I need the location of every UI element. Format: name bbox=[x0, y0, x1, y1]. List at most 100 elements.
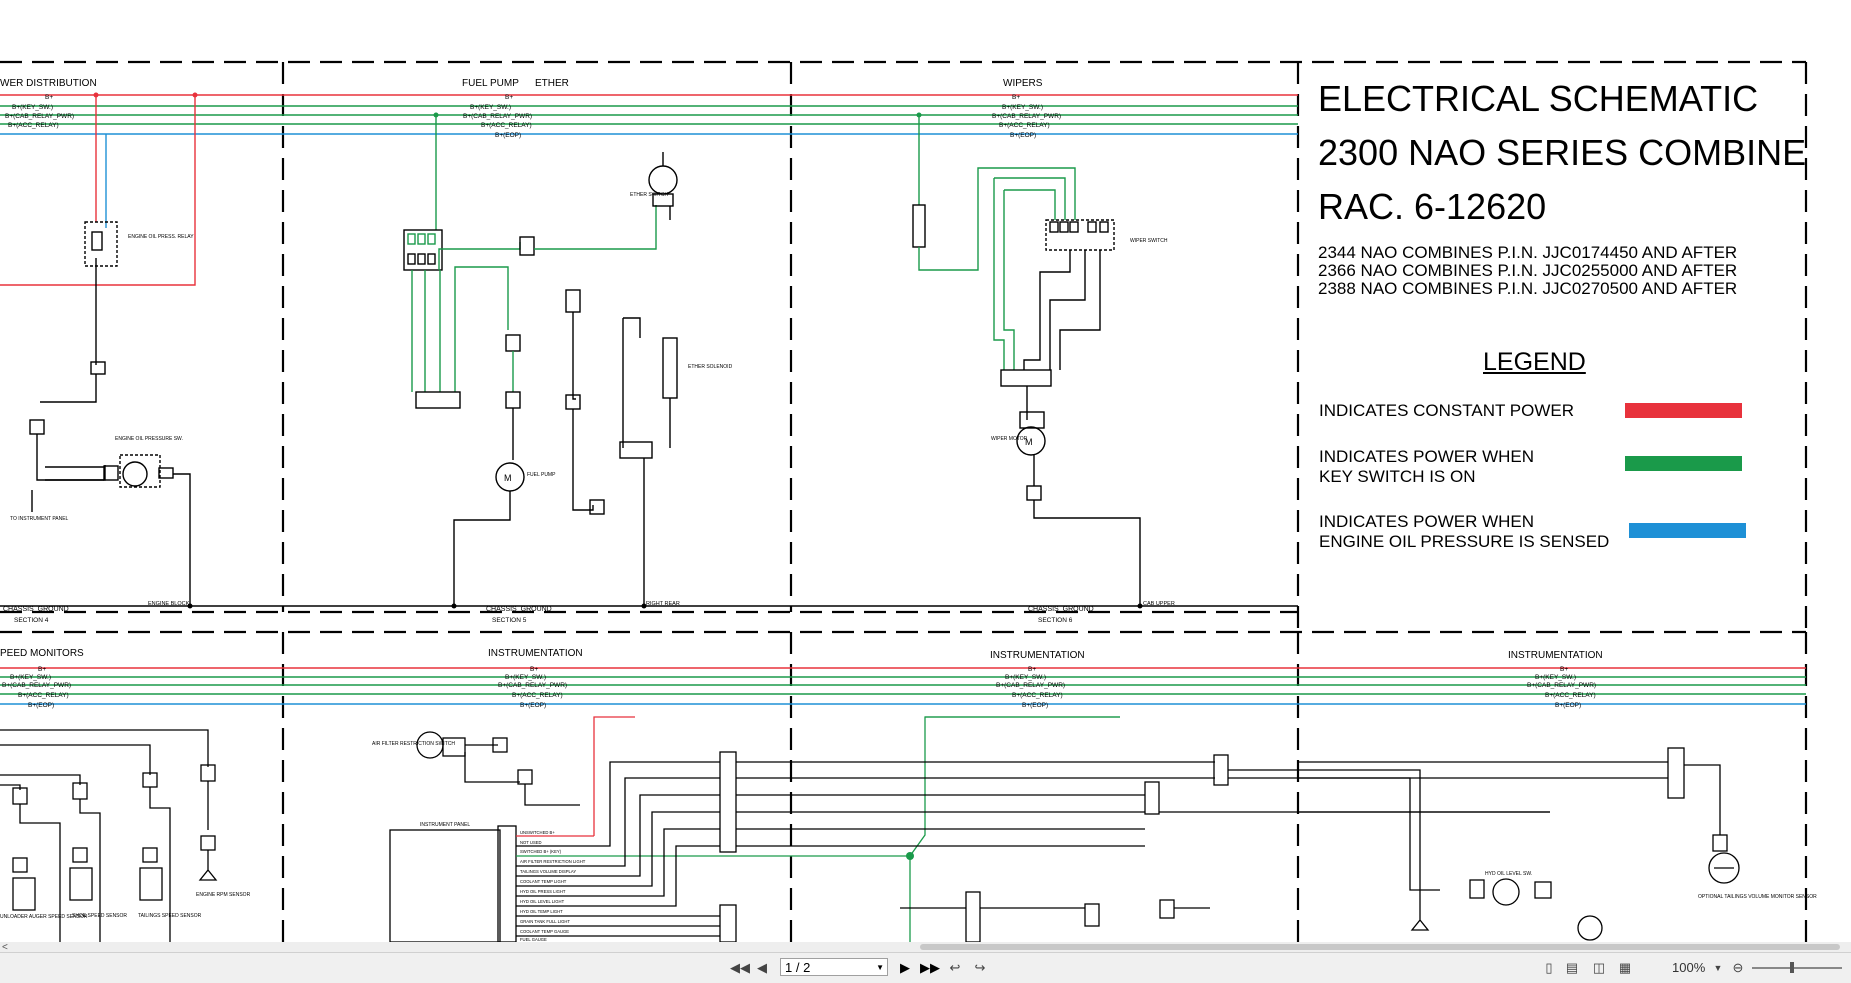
sensor-label: SHOE SPEED SENSOR bbox=[72, 913, 127, 919]
section-number: SECTION 6 bbox=[1038, 617, 1073, 624]
legend-swatch-key bbox=[1625, 456, 1742, 471]
bus-label: B+ bbox=[530, 666, 538, 673]
scrollbar-thumb[interactable] bbox=[920, 944, 1840, 950]
bus-label: B+(CAB_RELAY_PWR) bbox=[1527, 682, 1596, 689]
section-title: INSTRUMENTATION bbox=[1508, 650, 1603, 661]
single-page-view-icon[interactable]: ▯ bbox=[1545, 960, 1553, 975]
bus-label: B+(EOP) bbox=[1010, 132, 1036, 139]
last-page-icon[interactable]: ▶▶ bbox=[920, 960, 940, 975]
zoom-level[interactable]: 100% bbox=[1672, 960, 1706, 975]
page-number-field[interactable]: 1 / 2 ▼ bbox=[780, 958, 888, 976]
zoom-slider-knob[interactable] bbox=[1790, 962, 1794, 973]
component-label: OPTIONAL TAILINGS VOLUME MONITOR SENSOR bbox=[1698, 894, 1817, 900]
section-title: WER DISTRIBUTION bbox=[0, 78, 97, 89]
title-block: ELECTRICAL SCHEMATIC 2300 NAO SERIES COM… bbox=[1318, 72, 1818, 298]
section-title: INSTRUMENTATION bbox=[488, 648, 583, 659]
bottom-power-buses bbox=[0, 667, 1806, 705]
legend-line: INDICATES CONSTANT POWER bbox=[1319, 401, 1575, 420]
instrument-row: SWITCHED B+ (KEY) bbox=[520, 849, 562, 854]
zoom-dropdown-icon[interactable]: ▼ bbox=[1713, 963, 1723, 973]
prev-page-icon[interactable]: ◀ bbox=[757, 960, 767, 975]
combine-series-title: 2300 NAO SERIES COMBINE bbox=[1318, 132, 1807, 173]
ground-point-label: ENGINE BLOCK bbox=[148, 601, 190, 607]
instrument-row: COOLANT TEMP LIGHT bbox=[520, 879, 567, 884]
section-number: SECTION 5 bbox=[492, 617, 527, 624]
bus-label: B+(EOP) bbox=[1555, 702, 1581, 709]
zoom-slider[interactable] bbox=[1752, 967, 1842, 969]
top-power-buses bbox=[0, 94, 1298, 135]
bus-label: B+ bbox=[38, 666, 46, 673]
bus-label: B+(ACC_RELAY) bbox=[999, 122, 1050, 129]
component-label: ETHER SWITCH bbox=[630, 192, 668, 198]
component-label: INSTRUMENT PANEL bbox=[420, 822, 470, 828]
model-line: 2366 NAO COMBINES P.I.N. JJC0255000 AND … bbox=[1318, 261, 1738, 280]
ground-point-label: RIGHT REAR bbox=[646, 601, 680, 607]
bus-label: B+(EOP) bbox=[28, 702, 54, 709]
page-indicator: 1 / 2 bbox=[785, 960, 811, 975]
facing-pages-icon[interactable]: ◫ bbox=[1592, 960, 1606, 975]
bus-label: B+(ACC_RELAY) bbox=[512, 692, 563, 699]
legend-line: INDICATES POWER WHEN bbox=[1319, 512, 1535, 531]
bus-label: B+(EOP) bbox=[495, 132, 521, 139]
legend-item-text: INDICATES CONSTANT POWER bbox=[1319, 401, 1574, 421]
speed-monitors-circuit bbox=[0, 729, 218, 942]
legend-line: KEY SWITCH IS ON bbox=[1319, 467, 1476, 486]
section-title: ETHER bbox=[535, 78, 569, 89]
section-5-circuit bbox=[283, 112, 791, 609]
legend-title: LEGEND bbox=[1483, 348, 1586, 376]
component-label: FUEL PUMP bbox=[527, 472, 556, 478]
bus-label: B+(KEY_SW.) bbox=[1535, 674, 1576, 681]
first-page-icon[interactable]: ◀◀ bbox=[730, 960, 750, 975]
go-back-icon[interactable]: ↩ bbox=[949, 960, 961, 975]
sensor-label: TAILINGS SPEED SENSOR bbox=[138, 913, 202, 919]
ground-label: CHASSIS_GROUND bbox=[3, 606, 69, 613]
section-title: WIPERS bbox=[1003, 78, 1043, 89]
dashed-frame bbox=[0, 60, 1808, 942]
legend-line: INDICATES POWER WHEN bbox=[1319, 447, 1535, 466]
schematic-title: ELECTRICAL SCHEMATIC bbox=[1318, 78, 1759, 119]
bus-labels-top: B+ B+(KEY_SW.) B+(CAB_RELAY_PWR) B+(ACC_… bbox=[5, 94, 1061, 139]
bus-label: B+(CAB_RELAY_PWR) bbox=[996, 682, 1065, 689]
component-label: ENGINE OIL PRESSURE SW. bbox=[115, 436, 183, 442]
bus-label: B+(CAB_RELAY_PWR) bbox=[463, 113, 532, 120]
scroll-left-arrow-icon[interactable]: < bbox=[2, 942, 8, 953]
motor-symbol: M bbox=[504, 473, 512, 483]
bus-label: B+(ACC_RELAY) bbox=[481, 122, 532, 129]
go-forward-icon[interactable]: ↪ bbox=[974, 960, 986, 975]
section-4-circuit bbox=[0, 92, 283, 609]
bus-label: B+ bbox=[1560, 666, 1568, 673]
bus-label: B+ bbox=[1028, 666, 1036, 673]
ground-label: CHASSIS_GROUND bbox=[486, 606, 552, 613]
legend-swatch-constant bbox=[1625, 403, 1742, 418]
bus-label: B+(ACC_RELAY) bbox=[8, 122, 59, 129]
next-page-icon[interactable]: ▶ bbox=[900, 960, 910, 975]
bus-label: B+(KEY_SW.) bbox=[470, 104, 511, 111]
instrument-pin-list: UNSWITCHED B+ SWITCHED B+ (KEY) NOT USED… bbox=[520, 830, 586, 942]
zoom-out-icon[interactable]: ⊖ bbox=[1732, 960, 1744, 975]
instrument-row: TAILINGS VOLUME DISPLAY bbox=[520, 869, 576, 874]
bus-label: B+(EOP) bbox=[1022, 702, 1048, 709]
continuous-view-icon[interactable]: ▤ bbox=[1565, 960, 1579, 975]
component-label: WIPER MOTOR bbox=[991, 436, 1028, 442]
instrument-row: COOLANT TEMP GAUGE bbox=[520, 929, 569, 934]
legend-swatch-eop bbox=[1629, 523, 1746, 538]
component-label: AIR FILTER RESTRICTION SWITCH bbox=[372, 741, 455, 747]
section-title: INSTRUMENTATION bbox=[990, 650, 1085, 661]
bus-label: B+(ACC_RELAY) bbox=[18, 692, 69, 699]
horizontal-scrollbar[interactable]: < bbox=[0, 942, 1851, 953]
bus-label: B+(CAB_RELAY_PWR) bbox=[992, 113, 1061, 120]
section-number: SECTION 4 bbox=[14, 617, 49, 624]
legend-item-text: INDICATES POWER WHEN ENGINE OIL PRESSURE… bbox=[1319, 512, 1609, 552]
bus-label: B+(KEY_SW.) bbox=[505, 674, 546, 681]
document-viewport[interactable]: WER DISTRIBUTION FUEL PUMP ETHER WIPERS … bbox=[0, 0, 1851, 942]
motor-symbol: M bbox=[1025, 437, 1033, 447]
sensor-label: ENGINE RPM SENSOR bbox=[196, 892, 251, 898]
legend-line: ENGINE OIL PRESSURE IS SENSED bbox=[1319, 532, 1610, 551]
section-title: FUEL PUMP bbox=[462, 78, 519, 89]
component-label: HYD OIL LEVEL SW. bbox=[1485, 871, 1532, 877]
legend-item-text: INDICATES POWER WHEN KEY SWITCH IS ON bbox=[1319, 447, 1534, 487]
bus-label: B+(EOP) bbox=[520, 702, 546, 709]
model-line: 2388 NAO COMBINES P.I.N. JJC0270500 AND … bbox=[1318, 279, 1738, 298]
book-view-icon[interactable]: ▦ bbox=[1618, 960, 1632, 975]
chevron-down-icon[interactable]: ▼ bbox=[876, 963, 884, 972]
